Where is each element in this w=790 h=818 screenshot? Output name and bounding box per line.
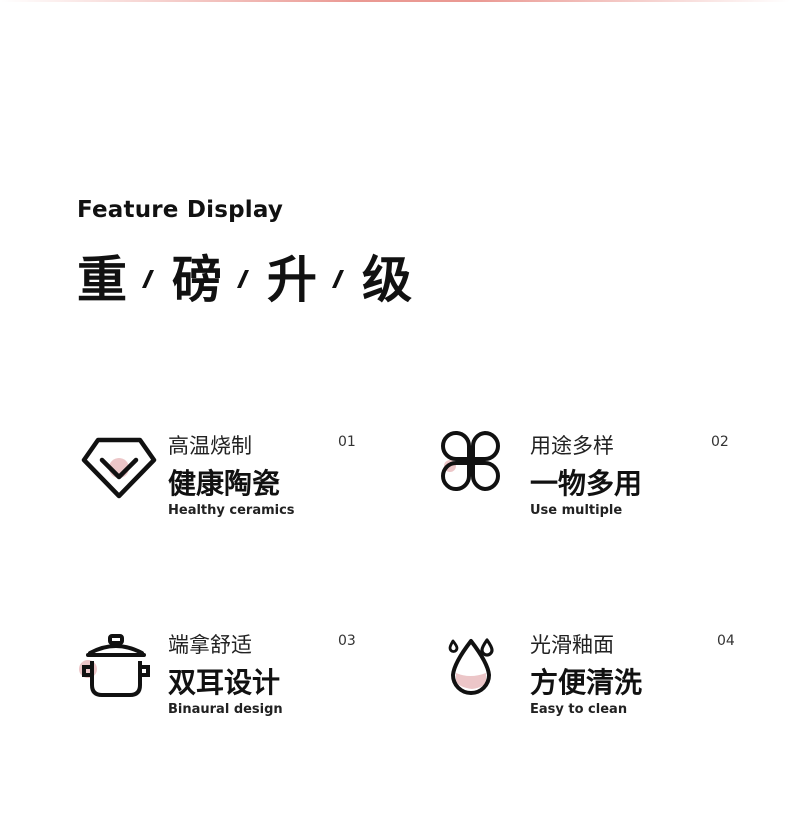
feature-number: 03 bbox=[338, 633, 356, 649]
headline-char: 升 bbox=[267, 251, 317, 309]
feature-subtitle: Easy to clean bbox=[530, 702, 628, 717]
headline-char: 磅 bbox=[172, 251, 222, 309]
feature-subtitle: Binaural design bbox=[168, 702, 283, 717]
feature-title-line2: 健康陶瓷 bbox=[168, 467, 281, 500]
feature-healthy-ceramics: 高温烧制 健康陶瓷 Healthy ceramics 01 bbox=[78, 430, 378, 530]
feature-title-line1: 端拿舒适 bbox=[168, 633, 252, 657]
headline-separator bbox=[236, 270, 250, 288]
feature-title-line2: 一物多用 bbox=[530, 467, 643, 500]
feature-title-line2: 方便清洗 bbox=[530, 666, 643, 699]
feature-title-line1: 光滑釉面 bbox=[530, 633, 614, 657]
section-eyebrow: Feature Display bbox=[77, 197, 284, 223]
feature-number: 02 bbox=[711, 434, 729, 450]
feature-subtitle: Use multiple bbox=[530, 503, 623, 518]
pot-icon bbox=[78, 629, 158, 709]
headline-char: 重 bbox=[77, 251, 127, 309]
feature-title-line1: 高温烧制 bbox=[168, 434, 252, 458]
feature-title-line2: 双耳设计 bbox=[168, 666, 281, 699]
feature-easy-to-clean: 光滑釉面 方便清洗 Easy to clean 04 bbox=[440, 629, 740, 729]
feature-number: 01 bbox=[338, 434, 356, 450]
feature-binaural-design: 端拿舒适 双耳设计 Binaural design 03 bbox=[78, 629, 378, 729]
section-headline: 重 磅 升 级 bbox=[77, 244, 412, 309]
water-drop-icon bbox=[440, 629, 520, 709]
feature-use-multiple: 用途多样 一物多用 Use multiple 02 bbox=[440, 430, 740, 530]
headline-separator bbox=[141, 270, 155, 288]
feature-title-line1: 用途多样 bbox=[530, 434, 614, 458]
diamond-icon bbox=[78, 430, 158, 510]
feature-subtitle: Healthy ceramics bbox=[168, 503, 295, 518]
headline-char: 级 bbox=[362, 251, 412, 309]
feature-number: 04 bbox=[717, 633, 735, 649]
top-accent-rule bbox=[0, 0, 790, 2]
four-leaf-icon bbox=[440, 430, 520, 510]
headline-separator bbox=[331, 270, 345, 288]
